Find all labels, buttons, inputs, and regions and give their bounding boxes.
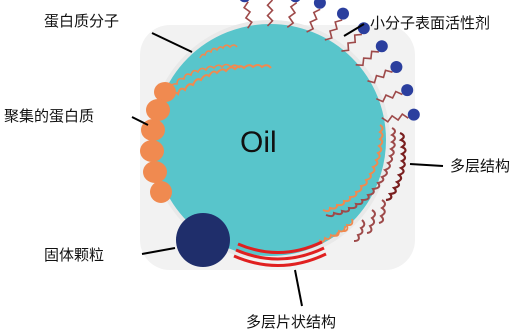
aggregated-protein-blob xyxy=(143,161,167,183)
leader-line-lamellar xyxy=(295,270,302,306)
solid-particle xyxy=(176,213,230,267)
surfactant-head xyxy=(337,8,349,20)
surfactant-head xyxy=(314,0,326,9)
label-protein-molecule: 蛋白质分子 xyxy=(44,12,119,30)
oil-label: Oil xyxy=(240,126,277,160)
aggregated-protein-blob xyxy=(146,99,170,121)
aggregated-protein-blob xyxy=(154,82,176,102)
surfactant-head xyxy=(401,84,413,96)
surfactant-head xyxy=(408,109,420,121)
label-solid-particle: 固体颗粒 xyxy=(44,246,104,264)
surfactant-head xyxy=(376,40,388,52)
label-aggregated-protein: 聚集的蛋白质 xyxy=(4,107,94,125)
aggregated-protein-blob xyxy=(150,181,172,203)
label-lamellar-structure: 多层片状结构 xyxy=(246,313,336,331)
aggregated-protein-blob xyxy=(140,140,164,162)
label-surfactant: 小分子表面活性剂 xyxy=(370,14,490,32)
label-multilayer-structure: 多层结构 xyxy=(450,157,510,175)
surfactant-head xyxy=(239,0,251,2)
surfactant-head xyxy=(390,61,402,73)
surfactant-head xyxy=(289,0,301,2)
